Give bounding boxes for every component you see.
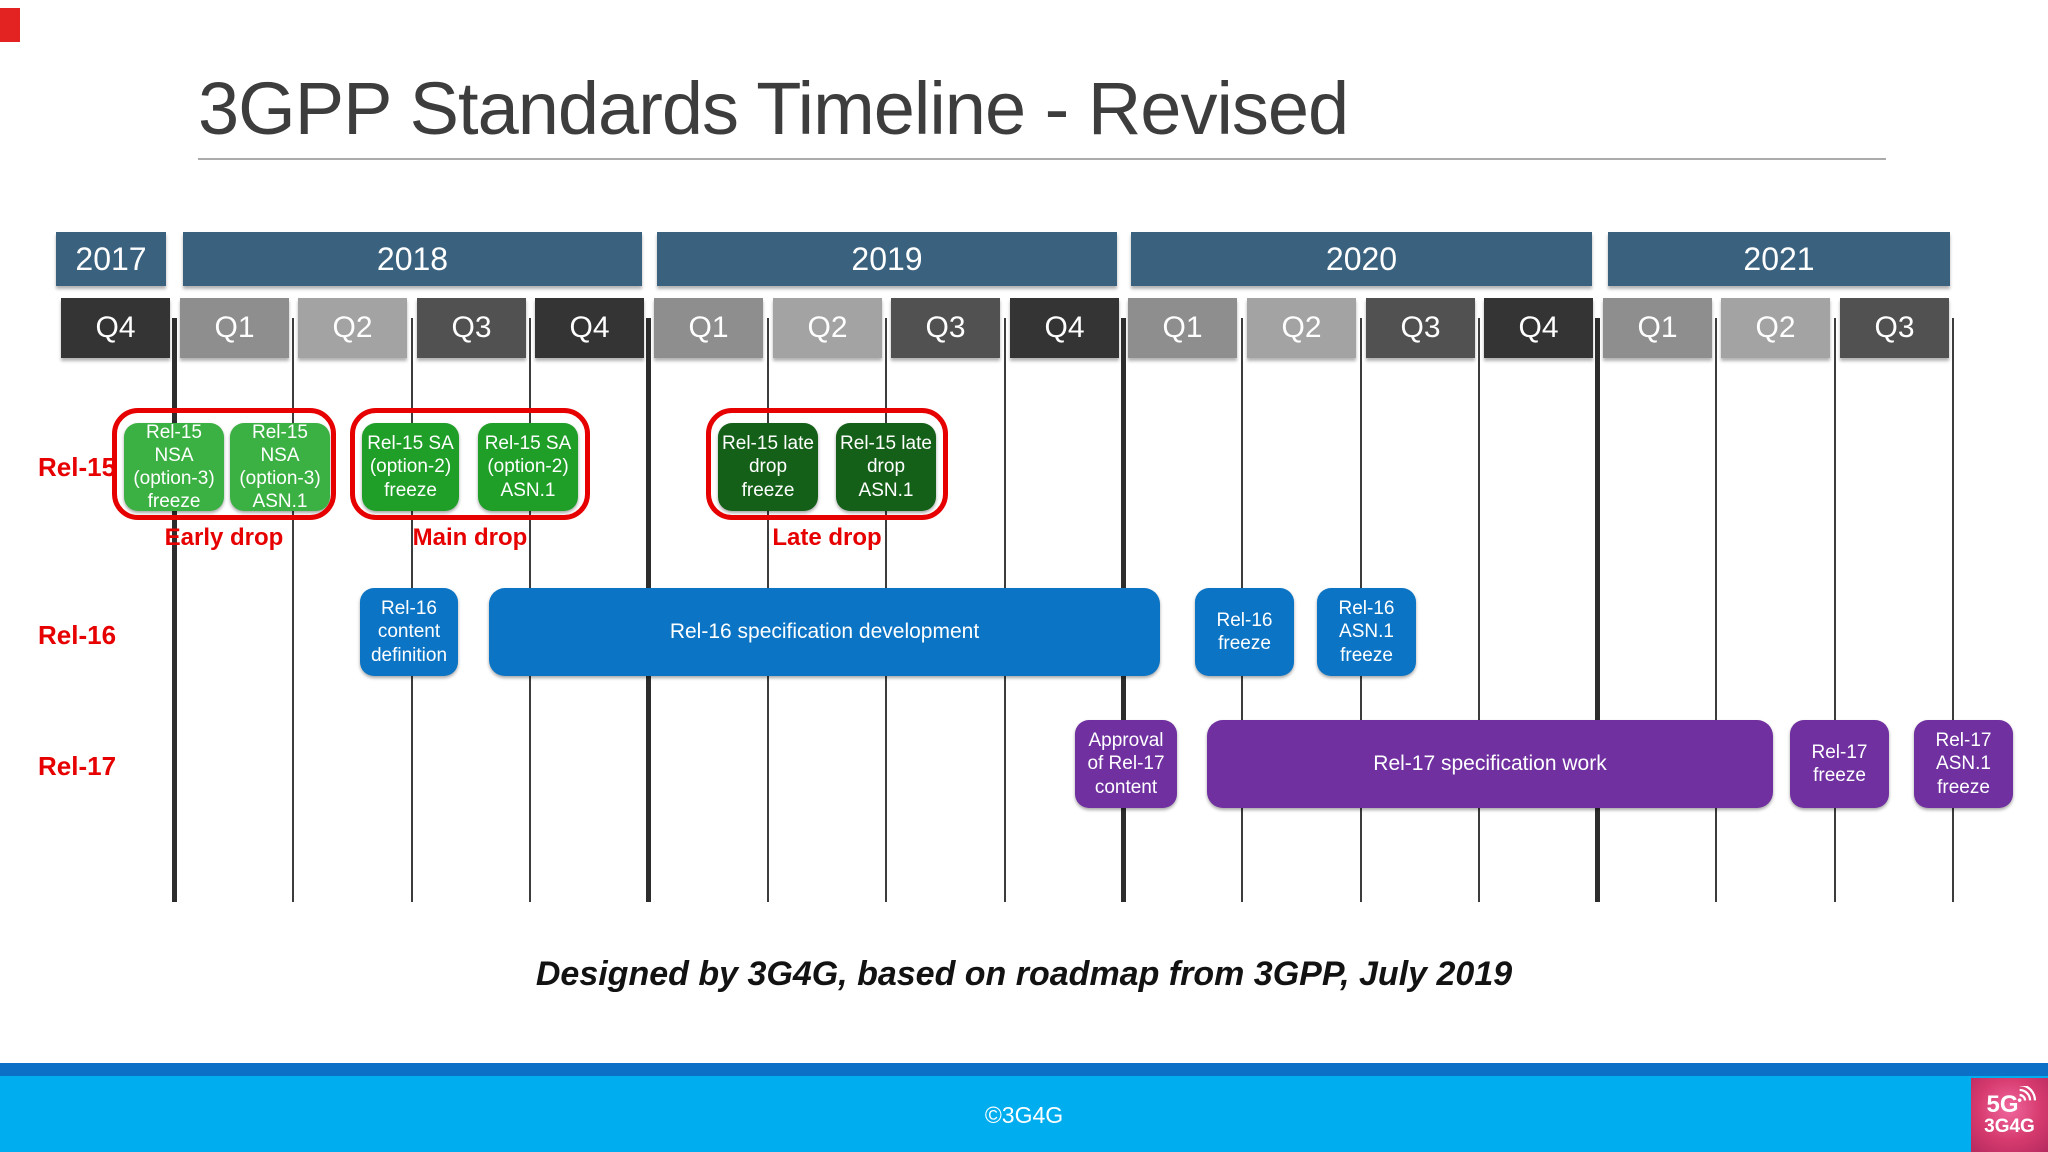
quarter-cell-2019-q1: Q1 <box>654 298 763 358</box>
drop-group-main <box>350 408 590 520</box>
quarter-cell-2019-q2: Q2 <box>773 298 882 358</box>
milestone-rel16-asn1-freeze: Rel-16 ASN.1 freeze <box>1317 588 1416 676</box>
milestone-rel17-asn1-freeze: Rel-17 ASN.1 freeze <box>1914 720 2013 808</box>
copyright-text: ©3G4G <box>984 1102 1064 1128</box>
drop-label-main: Main drop <box>412 524 528 551</box>
milestone-rel15-nsa-asn1: Rel-15 NSA (option-3) ASN.1 <box>230 422 330 512</box>
grid-line <box>1834 318 1836 902</box>
grid-line <box>292 318 294 902</box>
quarter-cell-2019-q4: Q4 <box>1010 298 1119 358</box>
quarter-cell-2020-q2: Q2 <box>1247 298 1356 358</box>
quarter-cell-2020-q3: Q3 <box>1366 298 1475 358</box>
year-bar-2021: 2021 <box>1608 232 1950 286</box>
year-bar-2019: 2019 <box>657 232 1117 286</box>
milestone-rel17-approval: Approval of Rel-17 content <box>1075 720 1177 808</box>
quarter-cell-2018-q4: Q4 <box>535 298 644 358</box>
row-label-rel17: Rel-17 <box>38 751 117 781</box>
year-bar-2020: 2020 <box>1131 232 1592 286</box>
quarter-cell-2019-q3: Q3 <box>891 298 1000 358</box>
quarter-cell-2018-q3: Q3 <box>417 298 526 358</box>
quarter-cell-2020-q4: Q4 <box>1484 298 1593 358</box>
grid-line-year <box>1595 318 1600 902</box>
quarter-cell-2017-q4: Q4 <box>61 298 170 358</box>
phase-bar-rel17-spec-work: Rel-17 specification work <box>1207 720 1773 808</box>
grid-line <box>1952 318 1954 902</box>
credit-note: Designed by 3G4G, based on roadmap from … <box>535 955 1513 993</box>
milestone-rel17-freeze: Rel-17 freeze <box>1790 720 1889 808</box>
row-label-rel15: Rel-15 <box>38 452 117 482</box>
logo-3g4g: 5G 3G4G <box>1971 1078 2048 1152</box>
row-label-rel16: Rel-16 <box>38 620 117 650</box>
wifi-icon <box>2017 1086 2037 1102</box>
year-bar-2017: 2017 <box>56 232 166 286</box>
drop-label-early: Early drop <box>164 524 284 551</box>
phase-bar-rel16-spec-development: Rel-16 specification development <box>489 588 1160 676</box>
grid-line <box>1715 318 1717 902</box>
milestone-rel15-late-freeze: Rel-15 late drop freeze <box>718 423 818 511</box>
milestone-rel15-sa-asn1: Rel-15 SA (option-2) ASN.1 <box>478 423 578 511</box>
grid-line-year <box>172 318 177 902</box>
footer-bar <box>0 1076 2048 1152</box>
year-bar-2018: 2018 <box>183 232 642 286</box>
quarter-cell-2018-q1: Q1 <box>180 298 289 358</box>
drop-group-early <box>112 408 336 520</box>
logo-3g4g-text: 3G4G <box>1984 1115 2035 1137</box>
logo-5g-text: 5G <box>1986 1090 2019 1118</box>
footer-accent-strip <box>0 1063 2048 1076</box>
milestone-rel16-freeze: Rel-16 freeze <box>1195 588 1294 676</box>
drop-group-late <box>706 408 948 520</box>
drop-label-late: Late drop <box>772 524 882 551</box>
quarter-cell-2021-q2: Q2 <box>1721 298 1830 358</box>
milestone-rel15-nsa-freeze: Rel-15 NSA (option-3) freeze <box>124 422 224 512</box>
grid-line <box>1478 318 1480 902</box>
quarter-cell-2020-q1: Q1 <box>1128 298 1237 358</box>
quarter-cell-2021-q1: Q1 <box>1603 298 1712 358</box>
quarter-cell-2021-q3: Q3 <box>1840 298 1949 358</box>
title-underline <box>198 158 1886 160</box>
quarter-cell-2018-q2: Q2 <box>298 298 407 358</box>
page-title: 3GPP Standards Timeline - Revised <box>198 66 1349 150</box>
red-corner-mark <box>0 8 20 42</box>
milestone-rel15-late-asn1: Rel-15 late drop ASN.1 <box>836 423 936 511</box>
milestone-rel16-content-definition: Rel-16 content definition <box>360 588 458 676</box>
milestone-rel15-sa-freeze: Rel-15 SA (option-2) freeze <box>362 423 459 511</box>
